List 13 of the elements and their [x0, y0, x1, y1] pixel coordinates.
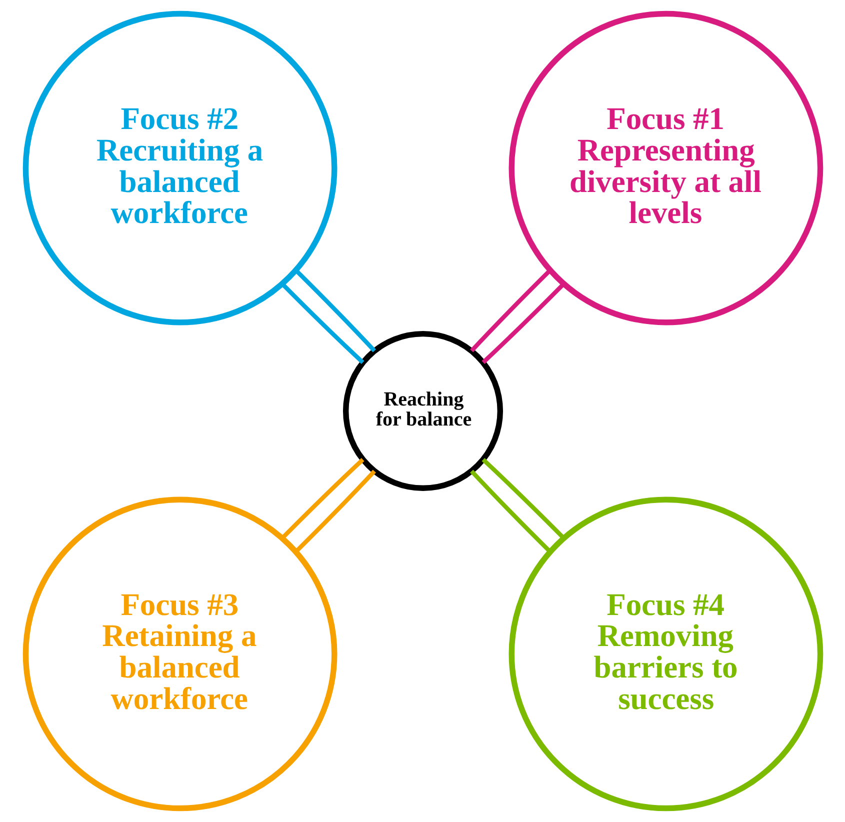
connector [294, 470, 376, 553]
connector [280, 458, 364, 540]
node-circle: Focus #2 Recruiting a balanced workforce [22, 10, 337, 326]
node-circle: Focus #3 Retaining a balanced workforce [22, 496, 337, 812]
connector [470, 470, 551, 553]
node-circle: Focus #1 Representing diversity at all levels [508, 10, 823, 326]
connector [481, 282, 564, 364]
connector [280, 282, 364, 364]
node-circle: Focus #4 Removing barriers to success [508, 496, 823, 812]
node-circle: Reaching for balance [342, 330, 503, 492]
connector [470, 269, 551, 352]
connector [481, 458, 564, 540]
connector [294, 269, 376, 352]
